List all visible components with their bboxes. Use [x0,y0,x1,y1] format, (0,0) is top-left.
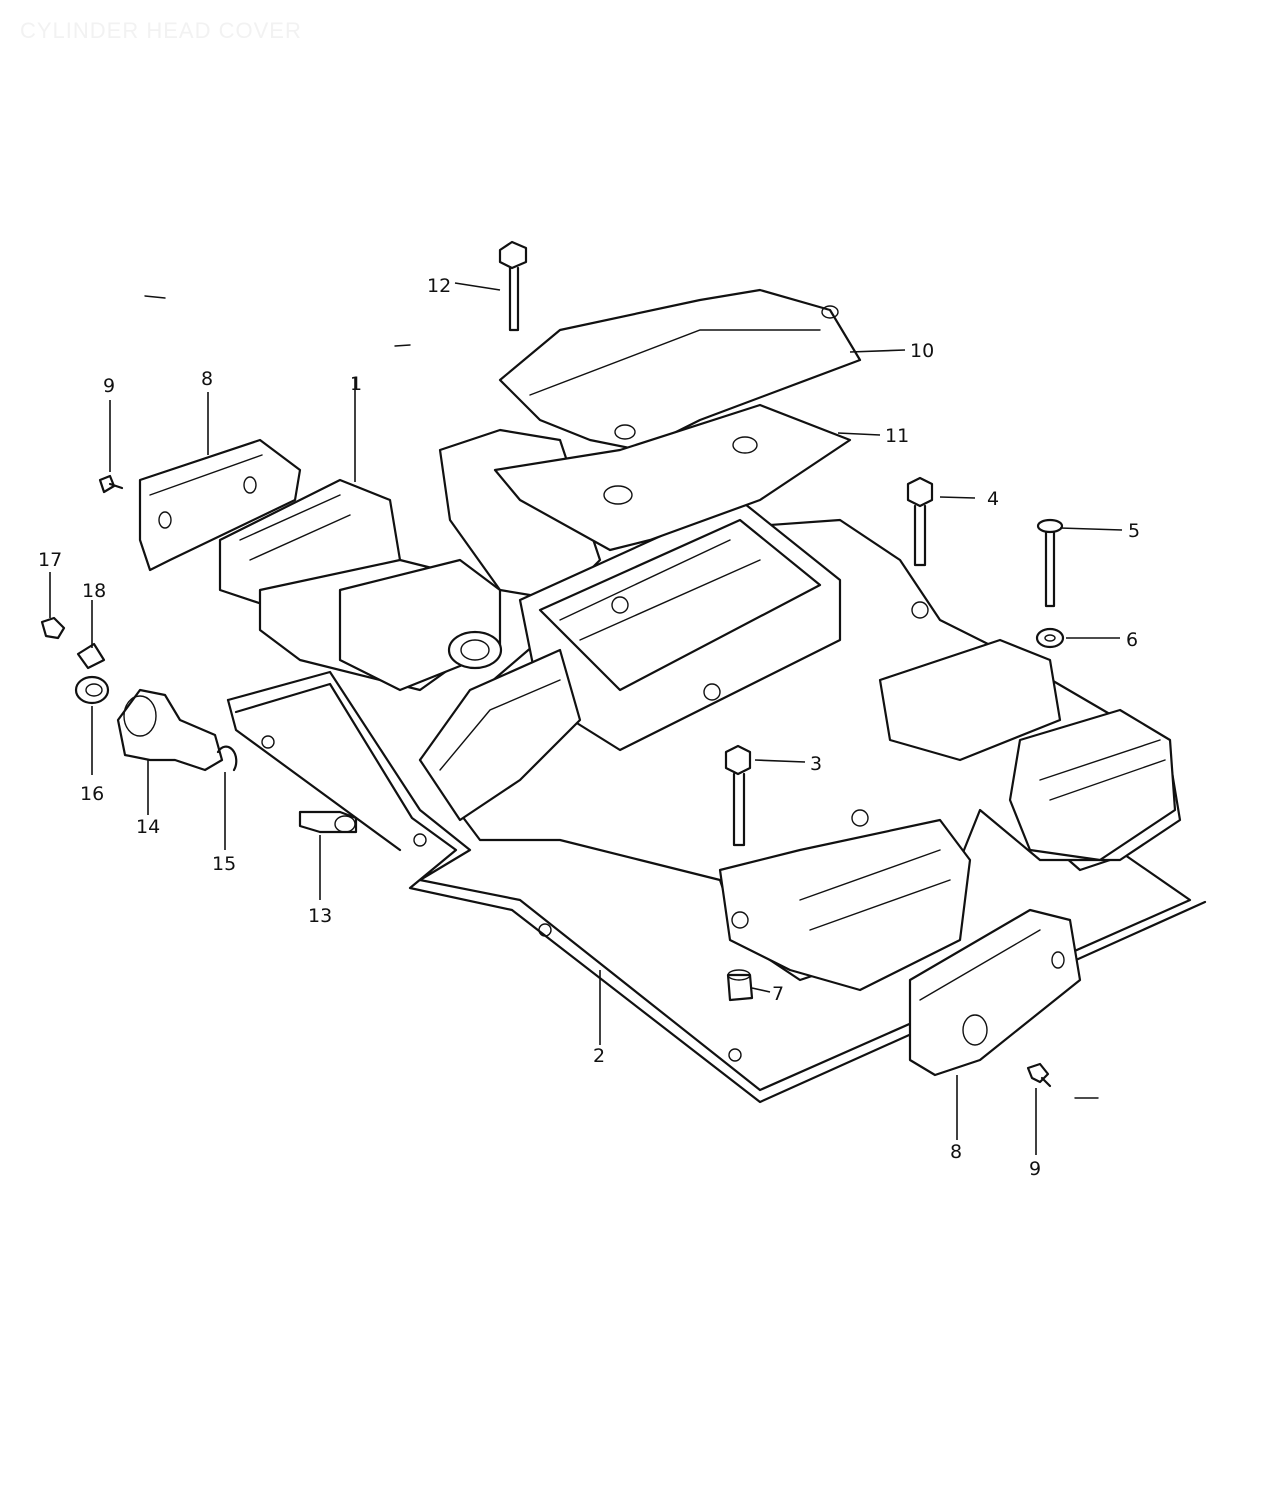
label-part-17: 17 [38,549,62,571]
label-part-8-left: 8 [201,368,213,390]
tachometer-drive-gear-13 [298,810,358,834]
bolt-3 [724,744,752,847]
label-part-18: 18 [82,580,106,602]
end-cap-right [908,908,1082,1077]
label-part-9-left: 9 [103,375,115,397]
o-ring-15 [216,745,238,772]
dowel-pin-7 [726,969,754,1002]
end-cap-left [138,438,302,572]
plate-18 [76,642,106,670]
diagram-title: CYLINDER HEAD COVER [20,18,302,43]
label-part-9-right: 9 [1029,1158,1041,1180]
washer-6 [1035,627,1065,649]
label-part-1: 1 [350,373,362,395]
label-part-10: 10 [910,340,934,362]
oil-seal-16 [74,675,110,705]
label-part-5: 5 [1128,520,1140,542]
label-part-8-right: 8 [950,1141,962,1163]
tachometer-drive-housing [116,688,224,772]
breather-cover [498,288,862,452]
leader-lines [49,282,1123,1155]
label-part-15: 15 [212,853,236,875]
label-part-7: 7 [772,983,784,1005]
bolt-4 [906,476,934,567]
bolt-5 [1036,518,1064,608]
label-part-16: 16 [80,783,104,805]
breather-gasket [493,403,852,552]
label-part-13: 13 [308,905,332,927]
bolt-17 [40,616,66,640]
label-part-12: 12 [427,275,451,297]
label-part-6: 6 [1126,629,1138,651]
label-part-2: 2 [593,1045,605,1067]
screw-left [98,474,124,494]
bolt-12 [498,240,528,332]
scan-marks [144,295,1099,1099]
label-part-4: 4 [987,488,999,510]
label-part-14: 14 [136,816,160,838]
label-part-11: 11 [885,425,909,447]
label-part-3: 3 [810,753,822,775]
screw-right [1026,1062,1052,1088]
